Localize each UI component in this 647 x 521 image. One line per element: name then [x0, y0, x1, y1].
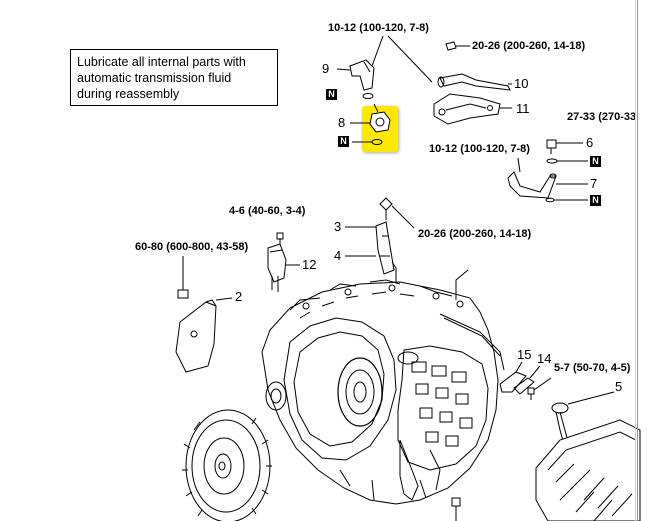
frame-edge-inner	[635, 0, 636, 521]
part-label-3: 3	[334, 219, 342, 234]
torque-spec-1: 10-12 (100-120, 7-8)	[328, 22, 429, 34]
torque-spec-8: 5-7 (50-70, 4-5)	[554, 362, 631, 374]
bolt-12	[276, 232, 284, 240]
leader-15	[515, 361, 523, 373]
bolt-2	[177, 276, 189, 299]
leader-5	[567, 391, 615, 405]
leader-t4	[517, 157, 521, 173]
transmission-case	[261, 261, 505, 505]
torque-spec-3: 27-33 (270-33	[567, 111, 637, 123]
part-label-5: 5	[615, 379, 623, 394]
lubrication-note: Lubricate all internal parts with automa…	[70, 49, 278, 106]
leader-9	[336, 68, 351, 71]
leader-t8	[533, 377, 552, 391]
torque-converter	[182, 409, 272, 521]
leader-14	[529, 365, 541, 379]
n-badge-9: N	[326, 89, 337, 100]
part-12-sensor	[267, 243, 287, 292]
part-3-bolt	[379, 197, 393, 220]
note-line-3: during reassembly	[77, 87, 180, 101]
part-label-14: 14	[537, 351, 552, 366]
part-label-2: 2	[235, 289, 243, 304]
part-11-bracket	[433, 93, 501, 125]
part-label-12: 12	[302, 257, 317, 272]
n-badge-7: N	[590, 195, 601, 206]
frame-edge	[637, 0, 638, 521]
washer-6	[546, 158, 558, 164]
part-label-15: 15	[517, 347, 532, 362]
n-badge-6: N	[590, 156, 601, 167]
part-14-gasket	[513, 377, 535, 395]
leader-t1-b	[387, 35, 433, 83]
part-label-11: 11	[516, 101, 530, 116]
part-10-pipe	[437, 73, 511, 91]
bolt-bottom	[451, 497, 461, 521]
washer-7	[545, 197, 555, 203]
bolt-top-right	[445, 41, 457, 51]
oil-pan	[535, 419, 641, 521]
torque-spec-5: 4-6 (40-60, 3-4)	[229, 205, 306, 217]
part-label-8: 8	[338, 115, 346, 130]
note-line-2: automatic transmission fluid	[77, 71, 232, 85]
leader-2	[215, 297, 233, 301]
part-label-10: 10	[514, 76, 529, 91]
part-label-4: 4	[334, 248, 342, 263]
part-label-9: 9	[322, 61, 330, 76]
torque-spec-6: 20-26 (200-260, 14-18)	[418, 228, 532, 240]
torque-spec-4: 10-12 (100-120, 7-8)	[429, 143, 530, 155]
part-8-sensor	[369, 103, 391, 145]
leader-t1-a	[371, 35, 384, 67]
part-6-bolt	[546, 139, 557, 154]
part-2-bracket	[175, 299, 217, 373]
note-line-1: Lubricate all internal parts with	[77, 55, 246, 69]
part-9-fitting	[349, 59, 375, 99]
n-badge-8: N	[338, 136, 349, 147]
leader-t6	[391, 205, 415, 229]
torque-spec-2: 20-26 (200-260, 14-18)	[472, 40, 586, 52]
bolt-5	[527, 387, 535, 400]
part-label-6: 6	[586, 135, 594, 150]
torque-spec-7: 60-80 (600-800, 43-58)	[135, 241, 249, 253]
part-4-bracket	[375, 221, 395, 275]
part-7-pipe	[507, 171, 557, 199]
part-label-7: 7	[590, 176, 598, 191]
